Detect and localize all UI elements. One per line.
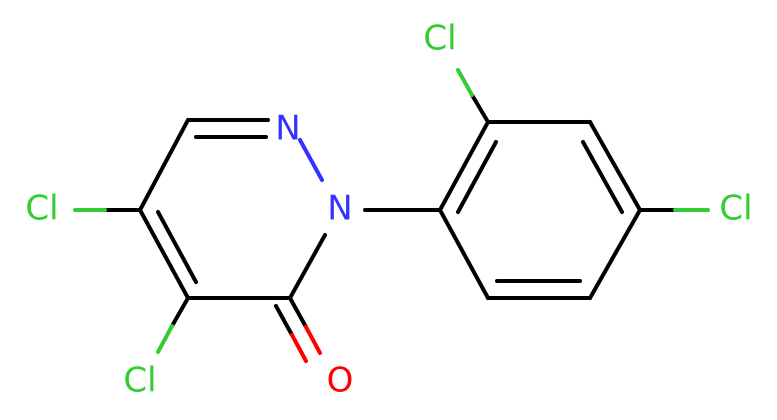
bond-cl-top-c	[470, 93, 490, 124]
bond-p1-p2-inner	[456, 140, 498, 214]
bond-cl-top	[456, 68, 474, 97]
bond-o-end-2	[290, 333, 308, 363]
bond-n1-n2	[298, 138, 324, 182]
bond-p3-p4-inner	[581, 140, 624, 214]
atom-n2-label: N	[327, 189, 352, 229]
bond-p6-p1	[438, 208, 490, 300]
bond-p3-p4	[588, 120, 642, 212]
bond-c5-c6	[138, 118, 190, 212]
bond-p4-p5	[588, 208, 642, 300]
bond-c4-c5-inner	[156, 210, 198, 284]
bond-cl-bottom-c	[170, 296, 190, 328]
phenyl-ring	[438, 120, 642, 300]
atom-cl-left-label: Cl	[25, 189, 58, 229]
bond-p1-p2	[438, 120, 490, 212]
chlorine-bonds	[73, 68, 710, 354]
bond-c3-n2	[288, 233, 327, 300]
bond-cl-bottom	[156, 324, 174, 354]
atom-n1-label: N	[275, 109, 300, 149]
bond-o-end	[304, 325, 322, 355]
atom-cl-bottom-label: Cl	[123, 361, 156, 401]
bond-c4-c5	[138, 208, 190, 300]
pyridazinone-ring	[138, 118, 327, 300]
bond-c3-o	[288, 296, 308, 329]
atom-cl-top-label: Cl	[423, 19, 456, 59]
atom-o-label: O	[327, 361, 354, 401]
atom-cl-right-label: Cl	[719, 189, 752, 229]
carbonyl	[274, 296, 322, 363]
bond-c3-o-2	[274, 304, 294, 337]
